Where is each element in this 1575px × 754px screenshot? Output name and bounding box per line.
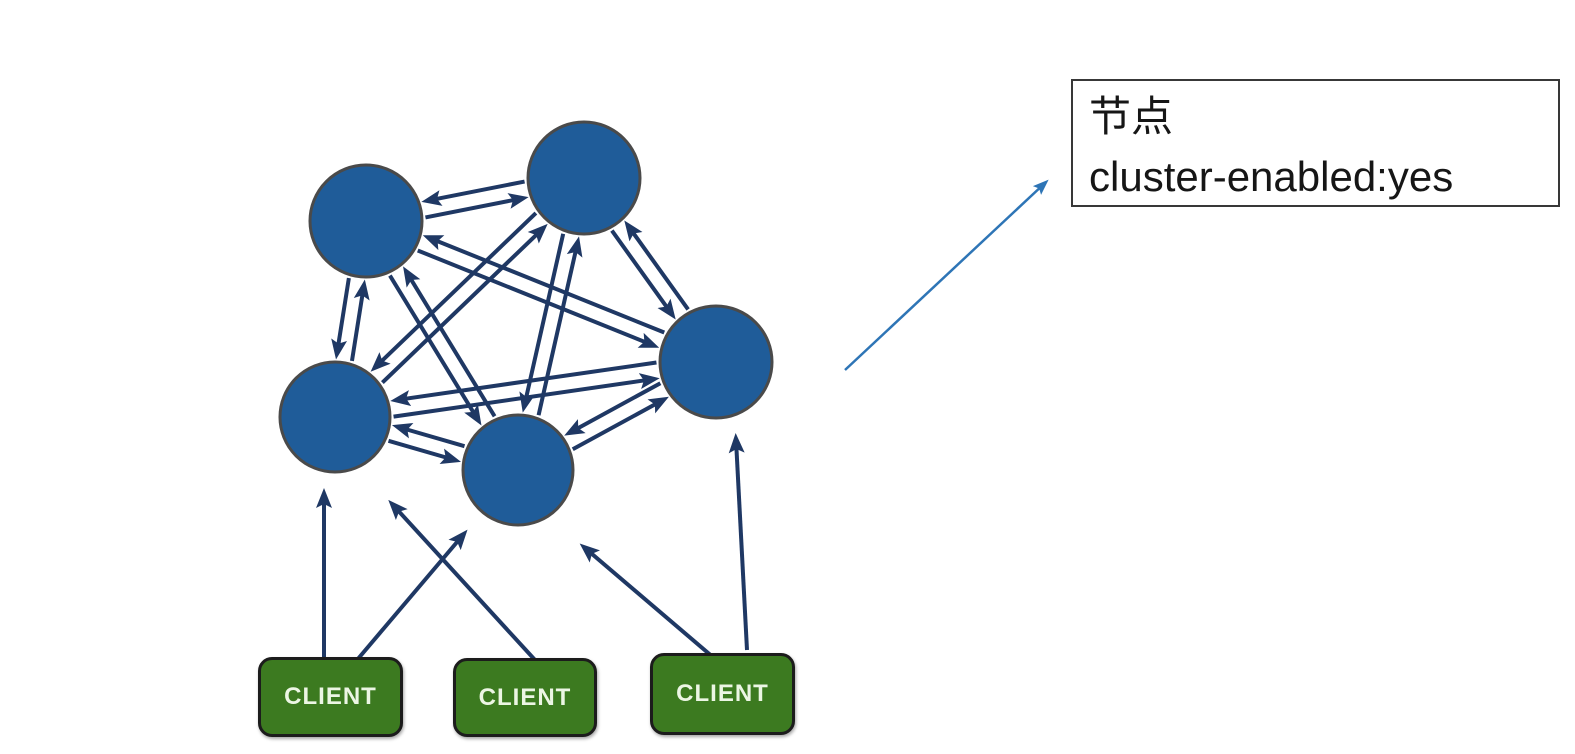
client-label: CLIENT	[284, 683, 377, 710]
cluster-node-5	[461, 413, 575, 527]
cluster-node-4	[278, 360, 392, 474]
client-box-2: CLIENT	[453, 658, 597, 737]
mesh-arrow	[331, 277, 351, 360]
client-arrow	[579, 543, 716, 660]
client-arrow	[355, 529, 468, 662]
mesh-arrow	[422, 235, 666, 335]
mesh-arrow	[349, 279, 370, 362]
client-box-1: CLIENT	[258, 657, 403, 737]
mesh-arrow	[536, 236, 583, 416]
mesh-arrow	[564, 381, 662, 436]
mesh-arrow	[380, 223, 548, 385]
mesh-arrow	[388, 274, 482, 426]
callout-line-cluster-enabled: cluster-enabled:yes	[1089, 153, 1454, 200]
cluster-node-2	[526, 120, 642, 236]
mesh-arrow	[425, 193, 529, 220]
mesh-arrow	[571, 396, 669, 452]
mesh-arrow	[390, 360, 657, 406]
client-label: CLIENT	[676, 680, 769, 707]
client-label: CLIENT	[478, 683, 572, 711]
mesh-arrow	[391, 423, 466, 449]
cluster-node-3	[658, 304, 774, 420]
mesh-arrow	[421, 179, 525, 206]
mesh-arrow	[519, 233, 566, 413]
mesh-arrow	[416, 248, 660, 348]
mesh-arrow	[403, 266, 497, 418]
callout-box: 节点 cluster-enabled:yes	[1071, 79, 1560, 207]
client-box-3: CLIENT	[650, 653, 795, 735]
mesh-arrow	[393, 373, 660, 419]
mesh-arrow	[370, 211, 538, 372]
mesh-arrow	[387, 438, 462, 464]
callout-arrow	[844, 179, 1049, 371]
cluster-node-1	[308, 163, 424, 279]
client-arrow	[388, 499, 537, 662]
client-arrow	[728, 433, 749, 651]
mesh-arrow	[610, 229, 676, 320]
callout-line-node: 节点	[1089, 93, 1174, 140]
mesh-arrow	[624, 220, 690, 311]
